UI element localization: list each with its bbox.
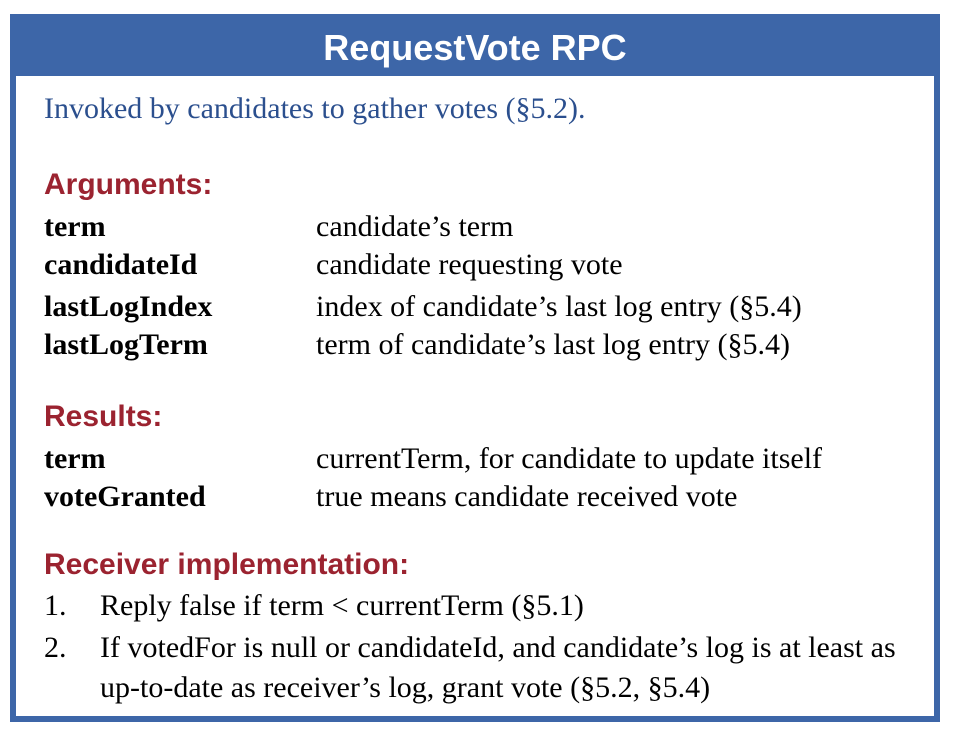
step-text: Reply false if term < currentTerm (§5.1): [100, 589, 584, 622]
rpc-card: RequestVote RPC Invoked by candidates to…: [10, 14, 940, 722]
result-row: term currentTerm, for candidate to updat…: [44, 442, 924, 480]
argument-desc: term of candidate’s last log entry (§5.4…: [316, 328, 791, 361]
results-heading: Results:: [44, 400, 163, 433]
result-desc: currentTerm, for candidate to update its…: [316, 442, 823, 475]
argument-name: lastLogTerm: [44, 328, 208, 361]
step-number: 1.: [44, 589, 67, 622]
argument-row: lastLogTerm term of candidate’s last log…: [44, 328, 924, 366]
rpc-intro: Invoked by candidates to gather votes (§…: [44, 92, 586, 125]
result-name: voteGranted: [44, 480, 206, 513]
result-name: term: [44, 442, 106, 475]
argument-desc: candidate’s term: [316, 210, 514, 243]
argument-name: candidateId: [44, 248, 198, 281]
argument-row: lastLogIndex index of candidate’s last l…: [44, 290, 924, 328]
argument-name: term: [44, 210, 106, 243]
result-row: voteGranted true means candidate receive…: [44, 480, 924, 518]
step-text: If votedFor is null or candidateId, and …: [100, 631, 896, 704]
receiver-step: 2. If votedFor is null or candidateId, a…: [44, 628, 924, 708]
argument-row: candidateId candidate requesting vote: [44, 248, 924, 286]
receiver-step: 1. Reply false if term < currentTerm (§5…: [44, 586, 924, 626]
step-number: 2.: [44, 631, 67, 664]
argument-name: lastLogIndex: [44, 290, 213, 323]
result-desc: true means candidate received vote: [316, 480, 738, 513]
receiver-heading: Receiver implementation:: [44, 548, 410, 581]
argument-desc: candidate requesting vote: [316, 248, 623, 281]
rpc-title: RequestVote RPC: [16, 20, 934, 76]
argument-desc: index of candidate’s last log entry (§5.…: [316, 290, 802, 323]
argument-row: term candidate’s term: [44, 210, 924, 248]
arguments-heading: Arguments:: [44, 168, 213, 201]
